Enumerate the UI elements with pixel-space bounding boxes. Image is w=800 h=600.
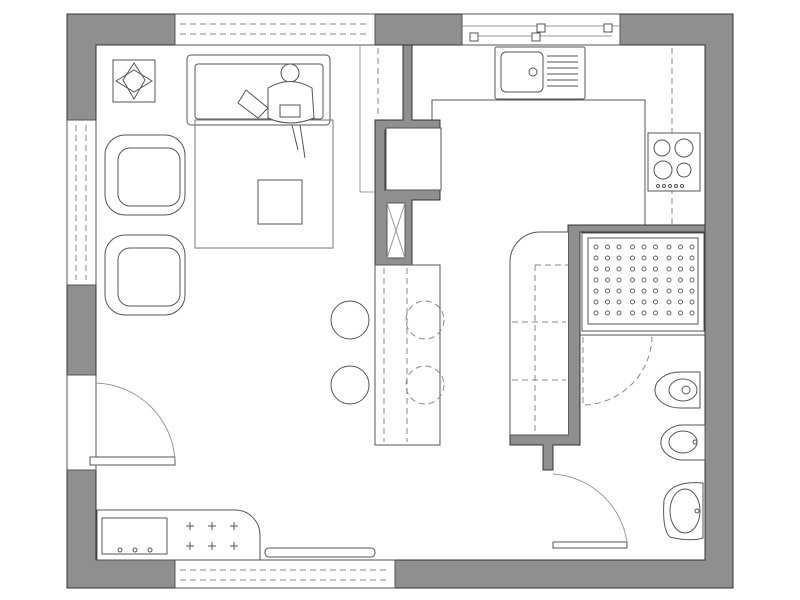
entrance-door[interactable] [66,374,176,471]
shower-drain-dot [678,266,683,272]
shower-door-swing [582,336,653,406]
shower-drain-dot [630,299,635,305]
shower-drain-dot [641,244,647,250]
bottom-window [174,559,396,589]
shower [580,232,705,336]
coffee-table [257,179,303,225]
shower-drain-dot [678,277,683,283]
bidet [660,424,706,461]
shower-drain-dot [630,310,635,316]
shower-drain-dot [593,244,599,250]
breakfast-bar [374,264,441,446]
armchair [104,134,186,216]
shower-drain-dot [678,288,683,294]
shower-drain-dot [641,266,647,272]
top-left-window [174,13,376,46]
shower-drain-dot [616,310,622,316]
shower-drain-dot [630,266,635,272]
shower-drain-dot [616,288,622,294]
stool [330,365,370,405]
shower-drain-dot [593,255,599,261]
shower-drain-dot [689,244,695,250]
shower-drain-dot [605,288,610,294]
shower-drain-dot [666,244,672,250]
shower-drain-dot [630,244,635,250]
shower-drain-dot [641,310,647,316]
shower-drain-dot [678,255,683,261]
stools [330,300,445,405]
toilet [654,371,701,409]
shower-drain-dot [653,310,658,316]
shower-drain-dot [593,266,599,272]
stool [330,300,370,340]
shower-drain-dot [689,299,695,305]
shower-drain-dot [605,255,610,261]
shower-drain-dot [593,277,599,283]
armchair [104,234,186,316]
plant [112,59,156,103]
shower-drain-dot [653,244,658,250]
shower-drain-dot [605,277,610,283]
stool [405,365,445,405]
shower-drain-dot [630,288,635,294]
shower-drain-dot [666,277,672,283]
shaft [386,202,406,259]
stove [647,132,701,192]
shower-drain-dot [666,310,672,316]
shower-drain-dot [641,277,647,283]
shower-drain-dot [653,288,658,294]
shower-drain-dot [653,277,658,283]
shower-drain-dot [689,288,695,294]
shower-drain-dot [641,255,647,261]
shower-drain-dot [689,277,695,283]
shower-drain-dot [630,277,635,283]
shower-drain-dot [605,266,610,272]
shower-drain-dot [593,299,599,305]
stool [405,300,445,340]
kitchenette [96,509,261,561]
shower-drain-dot [653,255,658,261]
shower-drain-dot [605,244,610,250]
person-with-tablet [237,63,315,159]
shower-drain-dot [616,266,622,272]
shower-drain-dot [666,299,672,305]
shower-drain-dot [593,310,599,316]
shower-drain-dot [641,288,647,294]
shower-drain-dot [653,266,658,272]
sink [494,46,586,100]
shower-drain-dot [616,299,622,305]
left-window [66,119,97,286]
shower-drain-dot [616,277,622,283]
shower-drain-dot [689,255,695,261]
shower-drain-dot [641,299,647,305]
shower-drain-dot [678,244,683,250]
shower-drain-dot [678,299,683,305]
wardrobe [509,231,568,436]
kitchen-counter [431,99,646,225]
shower-drain-dot [630,255,635,261]
shower-drain-dot [666,288,672,294]
shower-drain-dot [653,299,658,305]
shower-drain-dot [666,266,672,272]
fridge [385,127,442,191]
top-window [461,13,621,46]
shower-drain-dot [689,310,695,316]
shower-drain-dot [689,266,695,272]
shower-drain-dot [666,255,672,261]
shower-drain-dot [616,244,622,250]
shower-drain-dot [605,310,610,316]
shower-drain-dot [605,299,610,305]
shower-drain-dot [616,255,622,261]
rug [194,119,334,249]
bathroom-door[interactable] [552,473,628,549]
doormat [264,547,376,558]
washbasin [663,482,704,541]
shower-drain-dot [678,310,683,316]
shower-drain-dot [593,288,599,294]
